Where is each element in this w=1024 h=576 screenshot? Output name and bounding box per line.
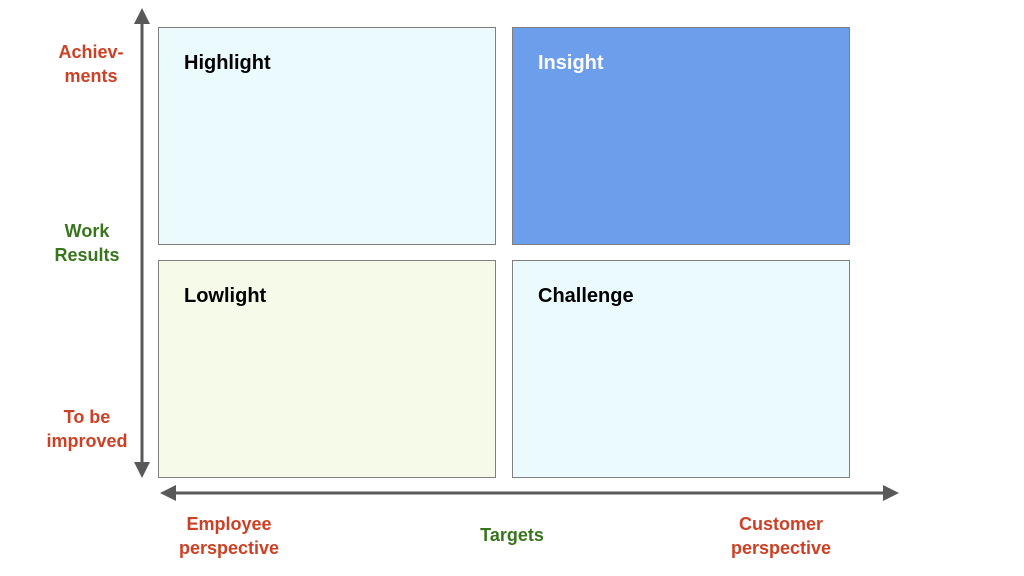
quadrant-highlight-label: Highlight [184, 52, 271, 74]
x-axis-arrowhead-right [883, 485, 899, 501]
quadrant-insight-label: Insight [538, 52, 604, 74]
x-axis-middle-label: Targets [480, 525, 544, 545]
y-axis-bottom-label: To be improved [46, 407, 128, 451]
y-axis-top-label: Achiev- ments [58, 42, 124, 86]
y-axis-middle-label: Work Results [54, 221, 120, 265]
quadrant-lowlight: Lowlight [158, 260, 496, 478]
quadrant-highlight: Highlight [158, 27, 496, 245]
quadrant-lowlight-label: Lowlight [184, 285, 267, 307]
x-axis-left-label: Employee perspective [178, 514, 280, 558]
quadrant-insight: Insight [512, 27, 850, 245]
y-axis-arrowhead-bottom [134, 462, 150, 478]
x-axis-arrowhead-left [160, 485, 176, 501]
y-axis-arrowhead-top [134, 8, 150, 24]
quadrant-challenge-label: Challenge [538, 285, 634, 307]
quadrant-challenge: Challenge [512, 260, 850, 478]
x-axis-right-label: Customer perspective [730, 514, 832, 558]
